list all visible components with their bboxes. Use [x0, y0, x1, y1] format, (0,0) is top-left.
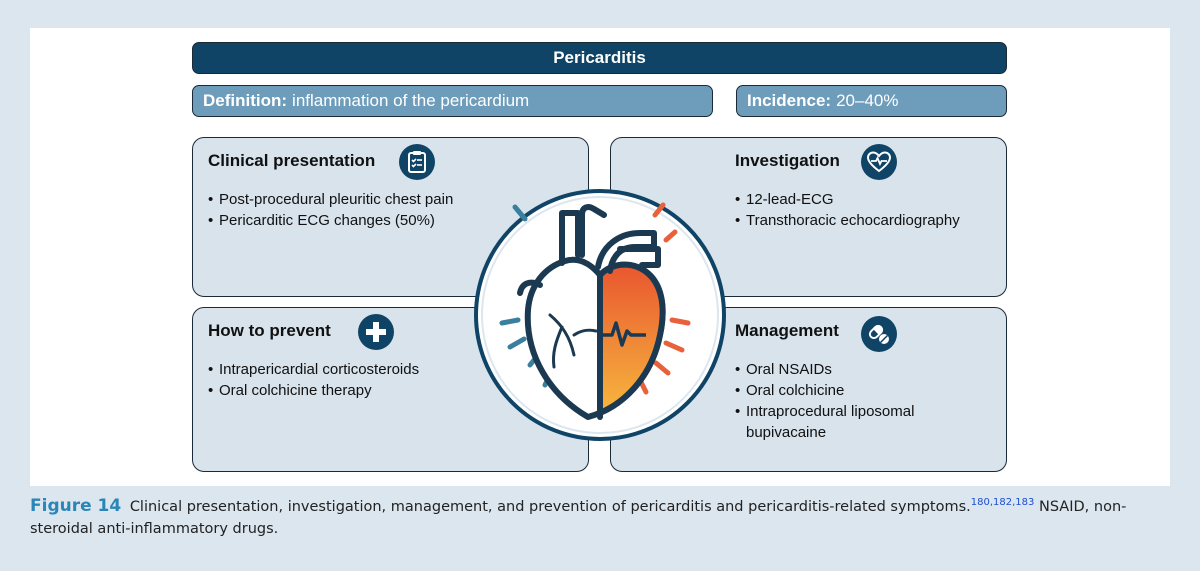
definition-text: inflammation of the pericardium	[292, 91, 530, 110]
incidence-text: 20–40%	[836, 91, 899, 110]
pills-icon	[861, 316, 897, 352]
definition-bar: Definition: inflammation of the pericard…	[192, 85, 713, 117]
card-title: Management	[735, 321, 839, 340]
medical-cross-icon	[358, 314, 394, 350]
caption-text-2: NSAID, non-steroidal anti-inflammatory d…	[30, 498, 1127, 537]
heart-icon	[474, 189, 726, 441]
heart-illustration	[470, 185, 730, 445]
list-item: Transthoracic echocardiography	[735, 210, 960, 231]
list-item: 12-lead-ECG	[735, 189, 960, 210]
figure-label: Figure 14	[30, 495, 122, 516]
investigation-list: 12-lead-ECG Transthoracic echocardiograp…	[735, 189, 960, 231]
card-title: How to prevent	[208, 321, 331, 340]
list-item: Intrapericardial corticosteroids	[208, 359, 419, 380]
management-list: Oral NSAIDs Oral colchicine Intraprocedu…	[735, 359, 936, 443]
list-item: Oral colchicine therapy	[208, 380, 419, 401]
caption-refs[interactable]: 180,182,183	[970, 497, 1035, 508]
definition-label: Definition:	[203, 91, 288, 110]
caption-text: Clinical presentation, investigation, ma…	[129, 498, 971, 515]
card-title: Clinical presentation	[208, 151, 376, 170]
clipboard-icon	[399, 144, 435, 180]
figure-caption: Figure 14 Clinical presentation, investi…	[30, 492, 1170, 540]
incidence-bar: Incidence: 20–40%	[736, 85, 1007, 117]
list-item: Oral NSAIDs	[735, 359, 936, 380]
list-item: Oral colchicine	[735, 380, 936, 401]
list-item: Post-procedural pleuritic chest pain	[208, 189, 453, 210]
heart-pulse-icon	[861, 144, 897, 180]
list-item: Pericarditic ECG changes (50%)	[208, 210, 453, 231]
card-title: Investigation	[735, 151, 840, 170]
prevent-list: Intrapericardial corticosteroids Oral co…	[208, 359, 419, 401]
incidence-label: Incidence:	[747, 91, 832, 110]
diagram-title: Pericarditis	[192, 42, 1007, 74]
diagram-title-text: Pericarditis	[553, 48, 646, 67]
clinical-list: Post-procedural pleuritic chest pain Per…	[208, 189, 453, 231]
list-item: Intraprocedural liposomal bupivacaine	[735, 401, 936, 443]
